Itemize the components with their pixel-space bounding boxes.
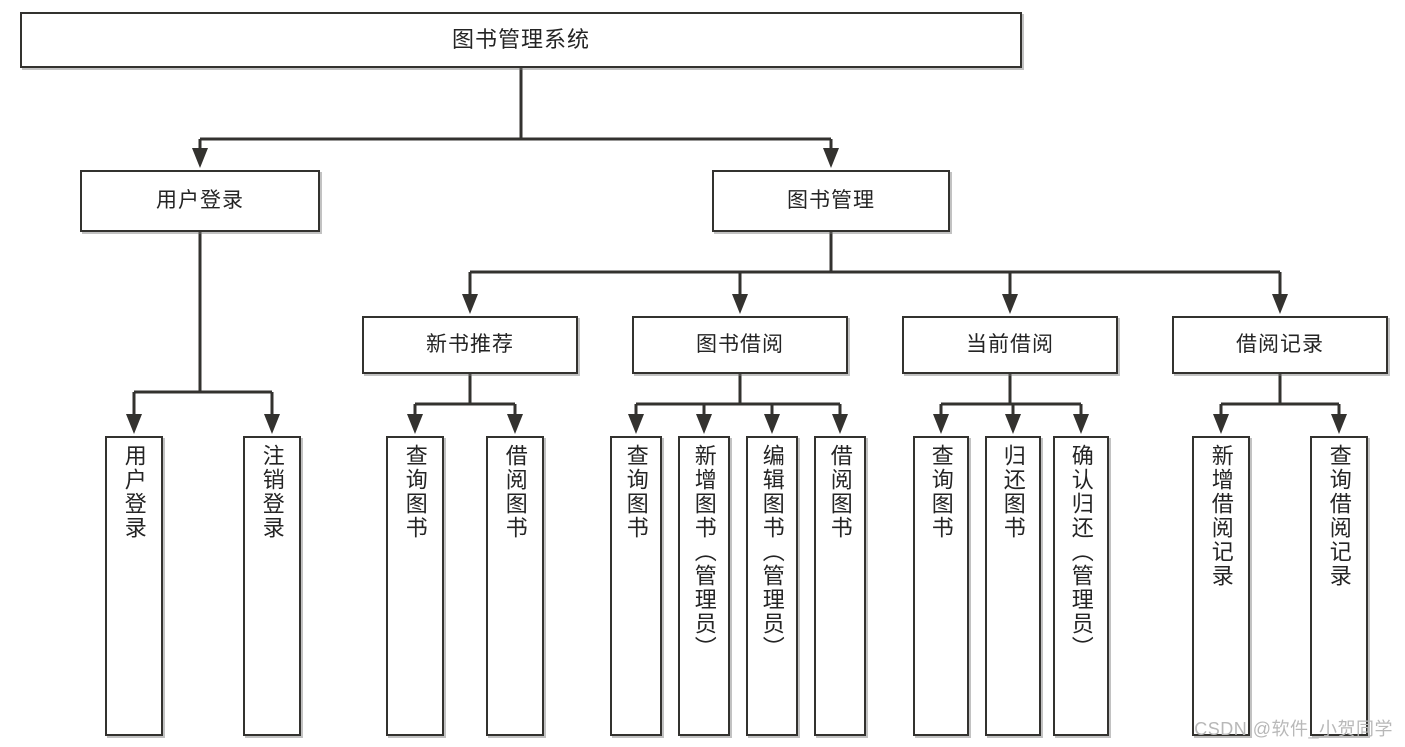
node-leaf-bb-borrow[interactable]: 借阅图书	[814, 436, 866, 736]
arrowhead-leaf-bb-borrow	[832, 414, 848, 434]
node-label-leaf-cb-query: 查询图书	[928, 444, 954, 540]
node-root[interactable]: 图书管理系统	[20, 12, 1022, 68]
arrowhead-leaf-bb-edit	[764, 414, 780, 434]
node-leaf-bb-edit[interactable]: 编辑图书（管理员）	[746, 436, 798, 736]
arrowhead-leaf-br-add	[1213, 414, 1229, 434]
node-label-book-manage: 图书管理	[787, 189, 875, 213]
arrowhead-leaf-bb-query	[628, 414, 644, 434]
arrowhead-leaf-cb-confirm	[1073, 414, 1089, 434]
node-label-leaf-bb-query: 查询图书	[623, 444, 649, 540]
node-label-leaf-nb-borrow: 借阅图书	[502, 444, 528, 540]
arrowhead-leaf-user-login	[126, 414, 142, 434]
node-user-login[interactable]: 用户登录	[80, 170, 320, 232]
node-label-borrow-record: 借阅记录	[1236, 333, 1324, 357]
node-label-leaf-br-query: 查询借阅记录	[1326, 444, 1352, 588]
node-label-new-book-rec: 新书推荐	[426, 333, 514, 357]
arrowhead-leaf-bb-add	[696, 414, 712, 434]
node-label-leaf-bb-borrow: 借阅图书	[827, 444, 853, 540]
node-label-book-borrow: 图书借阅	[696, 333, 784, 357]
node-leaf-br-add[interactable]: 新增借阅记录	[1192, 436, 1250, 736]
node-label-leaf-cb-confirm: 确认归还（管理员）	[1068, 444, 1094, 660]
node-label-leaf-bb-add: 新增图书（管理员）	[691, 444, 717, 660]
arrowhead-leaf-cb-query	[933, 414, 949, 434]
arrowhead-book-manage	[823, 148, 839, 168]
node-borrow-record[interactable]: 借阅记录	[1172, 316, 1388, 374]
node-leaf-cb-confirm[interactable]: 确认归还（管理员）	[1053, 436, 1109, 736]
node-label-leaf-bb-edit: 编辑图书（管理员）	[759, 444, 785, 660]
arrowhead-book-borrow	[732, 294, 748, 314]
node-leaf-logout[interactable]: 注销登录	[243, 436, 301, 736]
arrowhead-leaf-nb-borrow	[507, 414, 523, 434]
watermark-label: CSDN @软件_小贺同学	[1194, 719, 1393, 739]
node-current-borrow[interactable]: 当前借阅	[902, 316, 1118, 374]
arrowhead-user-login	[192, 148, 208, 168]
arrowhead-leaf-br-query	[1331, 414, 1347, 434]
node-book-borrow[interactable]: 图书借阅	[632, 316, 848, 374]
arrowhead-new-book-rec	[462, 294, 478, 314]
node-leaf-bb-query[interactable]: 查询图书	[610, 436, 662, 736]
node-label-leaf-cb-return: 归还图书	[1000, 444, 1026, 540]
node-book-manage[interactable]: 图书管理	[712, 170, 950, 232]
node-label-user-login: 用户登录	[156, 189, 244, 213]
node-label-leaf-user-login: 用户登录	[121, 444, 147, 540]
node-leaf-cb-query[interactable]: 查询图书	[913, 436, 969, 736]
arrowhead-current-borrow	[1002, 294, 1018, 314]
node-label-leaf-logout: 注销登录	[259, 444, 285, 540]
node-leaf-cb-return[interactable]: 归还图书	[985, 436, 1041, 736]
node-leaf-user-login[interactable]: 用户登录	[105, 436, 163, 736]
arrowhead-leaf-cb-return	[1005, 414, 1021, 434]
arrowhead-leaf-logout	[264, 414, 280, 434]
node-leaf-nb-query[interactable]: 查询图书	[386, 436, 444, 736]
arrowhead-leaf-nb-query	[407, 414, 423, 434]
arrowhead-borrow-record	[1272, 294, 1288, 314]
node-label-current-borrow: 当前借阅	[966, 333, 1054, 357]
node-label-leaf-br-add: 新增借阅记录	[1208, 444, 1234, 588]
node-label-root: 图书管理系统	[451, 26, 590, 52]
node-new-book-rec[interactable]: 新书推荐	[362, 316, 578, 374]
node-leaf-bb-add[interactable]: 新增图书（管理员）	[678, 436, 730, 736]
node-leaf-br-query[interactable]: 查询借阅记录	[1310, 436, 1368, 736]
node-label-leaf-nb-query: 查询图书	[402, 444, 428, 540]
node-leaf-nb-borrow[interactable]: 借阅图书	[486, 436, 544, 736]
